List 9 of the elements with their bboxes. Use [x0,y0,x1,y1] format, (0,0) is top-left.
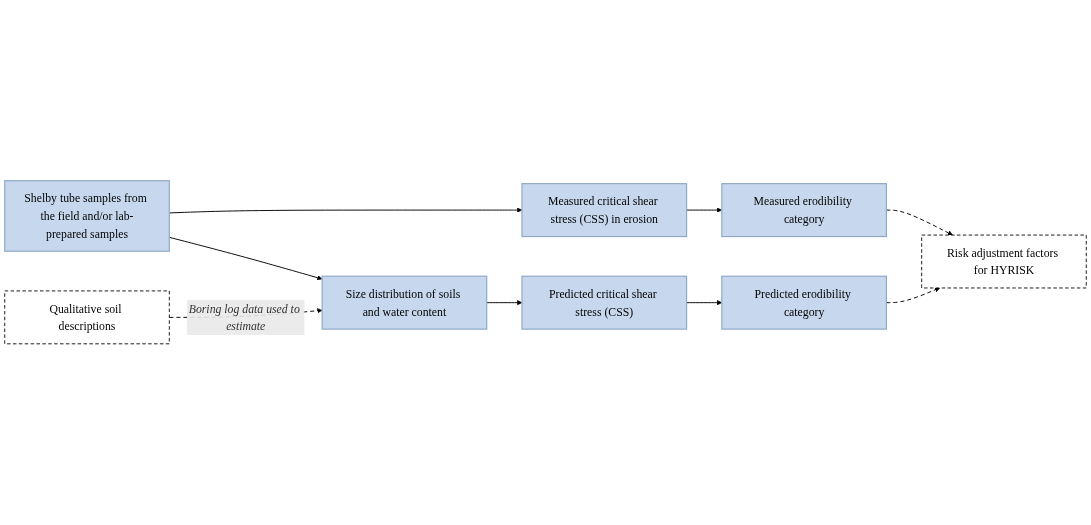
node-box: Predicted erodibility category [721,275,887,330]
node-box: Size distribution of soils and water content [321,275,488,330]
node-box: Shelby tube samples from the field and/or lab-prepared samples [4,180,170,253]
node-box: Qualitative soil descriptions [4,290,170,345]
edge-label: Boring log data used to estimate [188,302,300,333]
node-box: Risk adjustment factors for HYRISK [921,234,1087,289]
node-box: Measured erodibility category [721,183,887,238]
node-box: Predicted critical shear stress (CSS) [521,275,688,330]
node-box: Measured critical shear stress (CSS) in erosion [521,183,688,238]
